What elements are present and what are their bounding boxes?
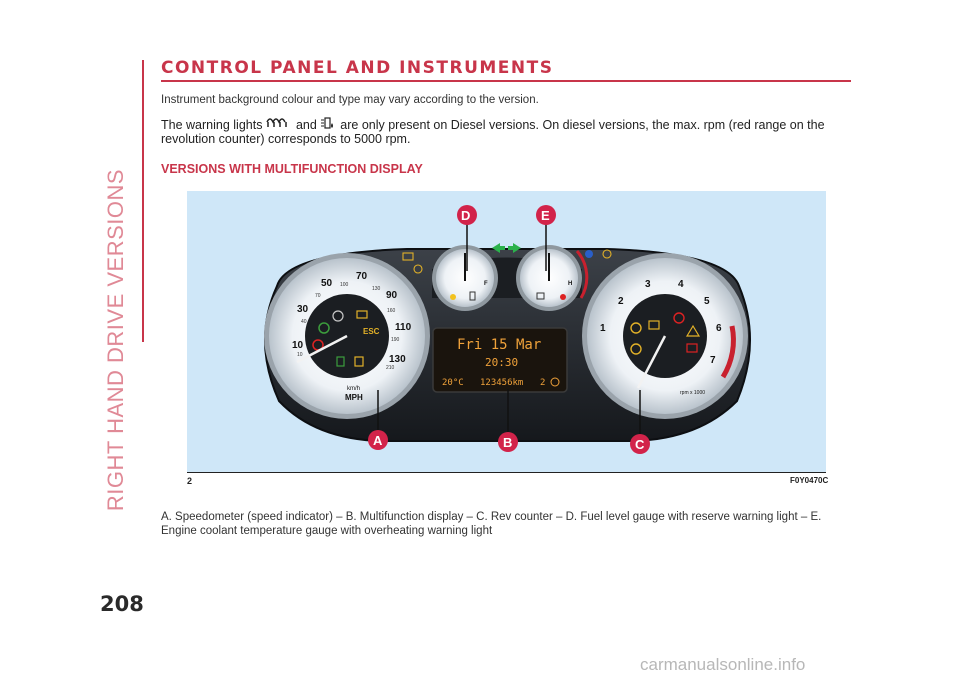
speedo-unit-mph: MPH xyxy=(345,393,363,402)
display-outside-temp: 20°C xyxy=(442,378,464,388)
versions-subheading: VERSIONS WITH MULTIFUNCTION DISPLAY xyxy=(161,162,423,176)
multifunction-display: Fri 15 Mar 20:30 20°C 123456km 2 xyxy=(432,327,568,393)
rear-fog-icon xyxy=(602,249,612,259)
callout-d: D xyxy=(461,208,470,223)
callout-e: E xyxy=(541,208,550,223)
rev-tick-7: 7 xyxy=(710,355,716,366)
warning-text-part2: are only present on Diesel versions. On … xyxy=(161,118,825,146)
instrument-cluster-figure: 10 30 50 70 90 110 130 10 40 70 100 130 … xyxy=(187,191,826,472)
tpms-lamp-icon xyxy=(630,343,642,355)
oil-warning-icon xyxy=(332,310,344,322)
seatbelt-lamp-icon xyxy=(673,312,685,324)
rev-redline xyxy=(720,325,736,379)
rear-defrost-icon xyxy=(402,252,414,261)
speedo-tick-70: 70 xyxy=(356,271,368,282)
callout-c: C xyxy=(635,437,645,452)
warning-text-part1: The warning lights xyxy=(161,118,263,132)
speedo-outer-10: 10 xyxy=(297,352,303,358)
page-header: CONTROL PANEL AND INSTRUMENTS xyxy=(161,58,851,82)
rev-unit: rpm x 1000 xyxy=(680,390,705,396)
high-beam-icon xyxy=(585,250,593,258)
display-gear: 2 xyxy=(540,378,545,388)
dpf-lamp-icon xyxy=(648,320,660,330)
diesel-filter-water-icon xyxy=(320,117,334,133)
speedo-outer-160: 160 xyxy=(387,308,396,314)
fuel-full-label: F xyxy=(484,281,488,287)
rev-tick-4: 4 xyxy=(678,279,684,290)
coolant-temp-icon xyxy=(536,292,545,300)
page-number: 208 xyxy=(100,592,144,616)
speedo-outer-210: 210 xyxy=(386,365,395,371)
speedo-tick-30: 30 xyxy=(297,304,309,315)
speedo-outer-100: 100 xyxy=(340,282,349,288)
speedo-tick-130: 130 xyxy=(389,354,406,365)
rev-tick-3: 3 xyxy=(645,279,651,290)
speedo-unit-kmh: km/h xyxy=(347,386,360,392)
rev-counter: 1 2 3 4 5 6 7 rpm x 1000 xyxy=(582,253,748,419)
display-date: Fri 15 Mar xyxy=(457,337,541,353)
general-warning-icon xyxy=(685,324,701,337)
callout-b: B xyxy=(503,435,512,450)
speedo-tick-10: 10 xyxy=(292,340,304,351)
callout-a: A xyxy=(373,433,383,448)
rev-tick-6: 6 xyxy=(716,323,722,334)
glow-plug-lamp-icon xyxy=(630,322,642,334)
figure-caption: A. Speedometer (speed indicator) – B. Mu… xyxy=(161,511,822,537)
rev-tick-5: 5 xyxy=(704,296,710,307)
small-gauges: F H xyxy=(402,243,612,311)
speedo-outer-70: 70 xyxy=(315,293,321,299)
temp-hot-label: H xyxy=(568,281,572,287)
display-odometer: 123456km xyxy=(480,378,523,388)
warning-text-and: and xyxy=(295,118,317,132)
speedo-outer-130: 130 xyxy=(372,286,381,292)
speedo-outer-190: 190 xyxy=(391,337,400,343)
speedo-tick-110: 110 xyxy=(395,322,412,333)
speedo-outer-40: 40 xyxy=(301,319,307,325)
diesel-warning-text: The warning lights and are only present … xyxy=(161,117,851,146)
page-title: CONTROL PANEL AND INSTRUMENTS xyxy=(161,58,554,78)
fuel-gauge-icon xyxy=(469,291,476,301)
display-time: 20:30 xyxy=(485,356,518,369)
fuel-pump-icon xyxy=(336,356,345,367)
figure-code: F0Y0470C xyxy=(790,476,829,485)
trailer-icon xyxy=(354,356,364,367)
intro-note: Instrument background colour and type ma… xyxy=(161,94,539,106)
speedo-needle xyxy=(296,334,348,364)
esc-label: ESC xyxy=(363,327,380,336)
battery-warning-icon xyxy=(356,310,368,319)
rev-tick-2: 2 xyxy=(618,296,624,307)
rev-tick-1: 1 xyxy=(600,323,606,334)
turn-left-icon xyxy=(492,243,505,253)
overheat-lamp-icon xyxy=(560,294,566,300)
instrument-cluster-illustration: 10 30 50 70 90 110 130 10 40 70 100 130 … xyxy=(264,205,751,454)
fog-light-icon xyxy=(413,264,423,274)
turn-right-icon xyxy=(508,243,521,253)
engine-warning-icon xyxy=(318,322,330,334)
fuel-reserve-lamp-icon xyxy=(450,294,456,300)
margin-rule xyxy=(142,60,144,342)
figure-number: 2 xyxy=(187,476,193,486)
glow-plug-icon xyxy=(265,118,289,133)
figure-rule xyxy=(187,472,826,473)
speedo-tick-50: 50 xyxy=(321,278,333,289)
callouts: D E A B C xyxy=(368,205,650,454)
speedometer: 10 30 50 70 90 110 130 10 40 70 100 130 … xyxy=(264,253,430,419)
airbag-lamp-icon xyxy=(686,343,698,353)
watermark: carmanualsonline.info xyxy=(640,655,806,674)
rev-needle xyxy=(636,335,667,389)
speedo-tick-90: 90 xyxy=(386,290,398,301)
section-side-title-text: RIGHT HAND DRIVE VERSIONS xyxy=(103,168,128,512)
display-headlight-icon xyxy=(550,377,560,387)
